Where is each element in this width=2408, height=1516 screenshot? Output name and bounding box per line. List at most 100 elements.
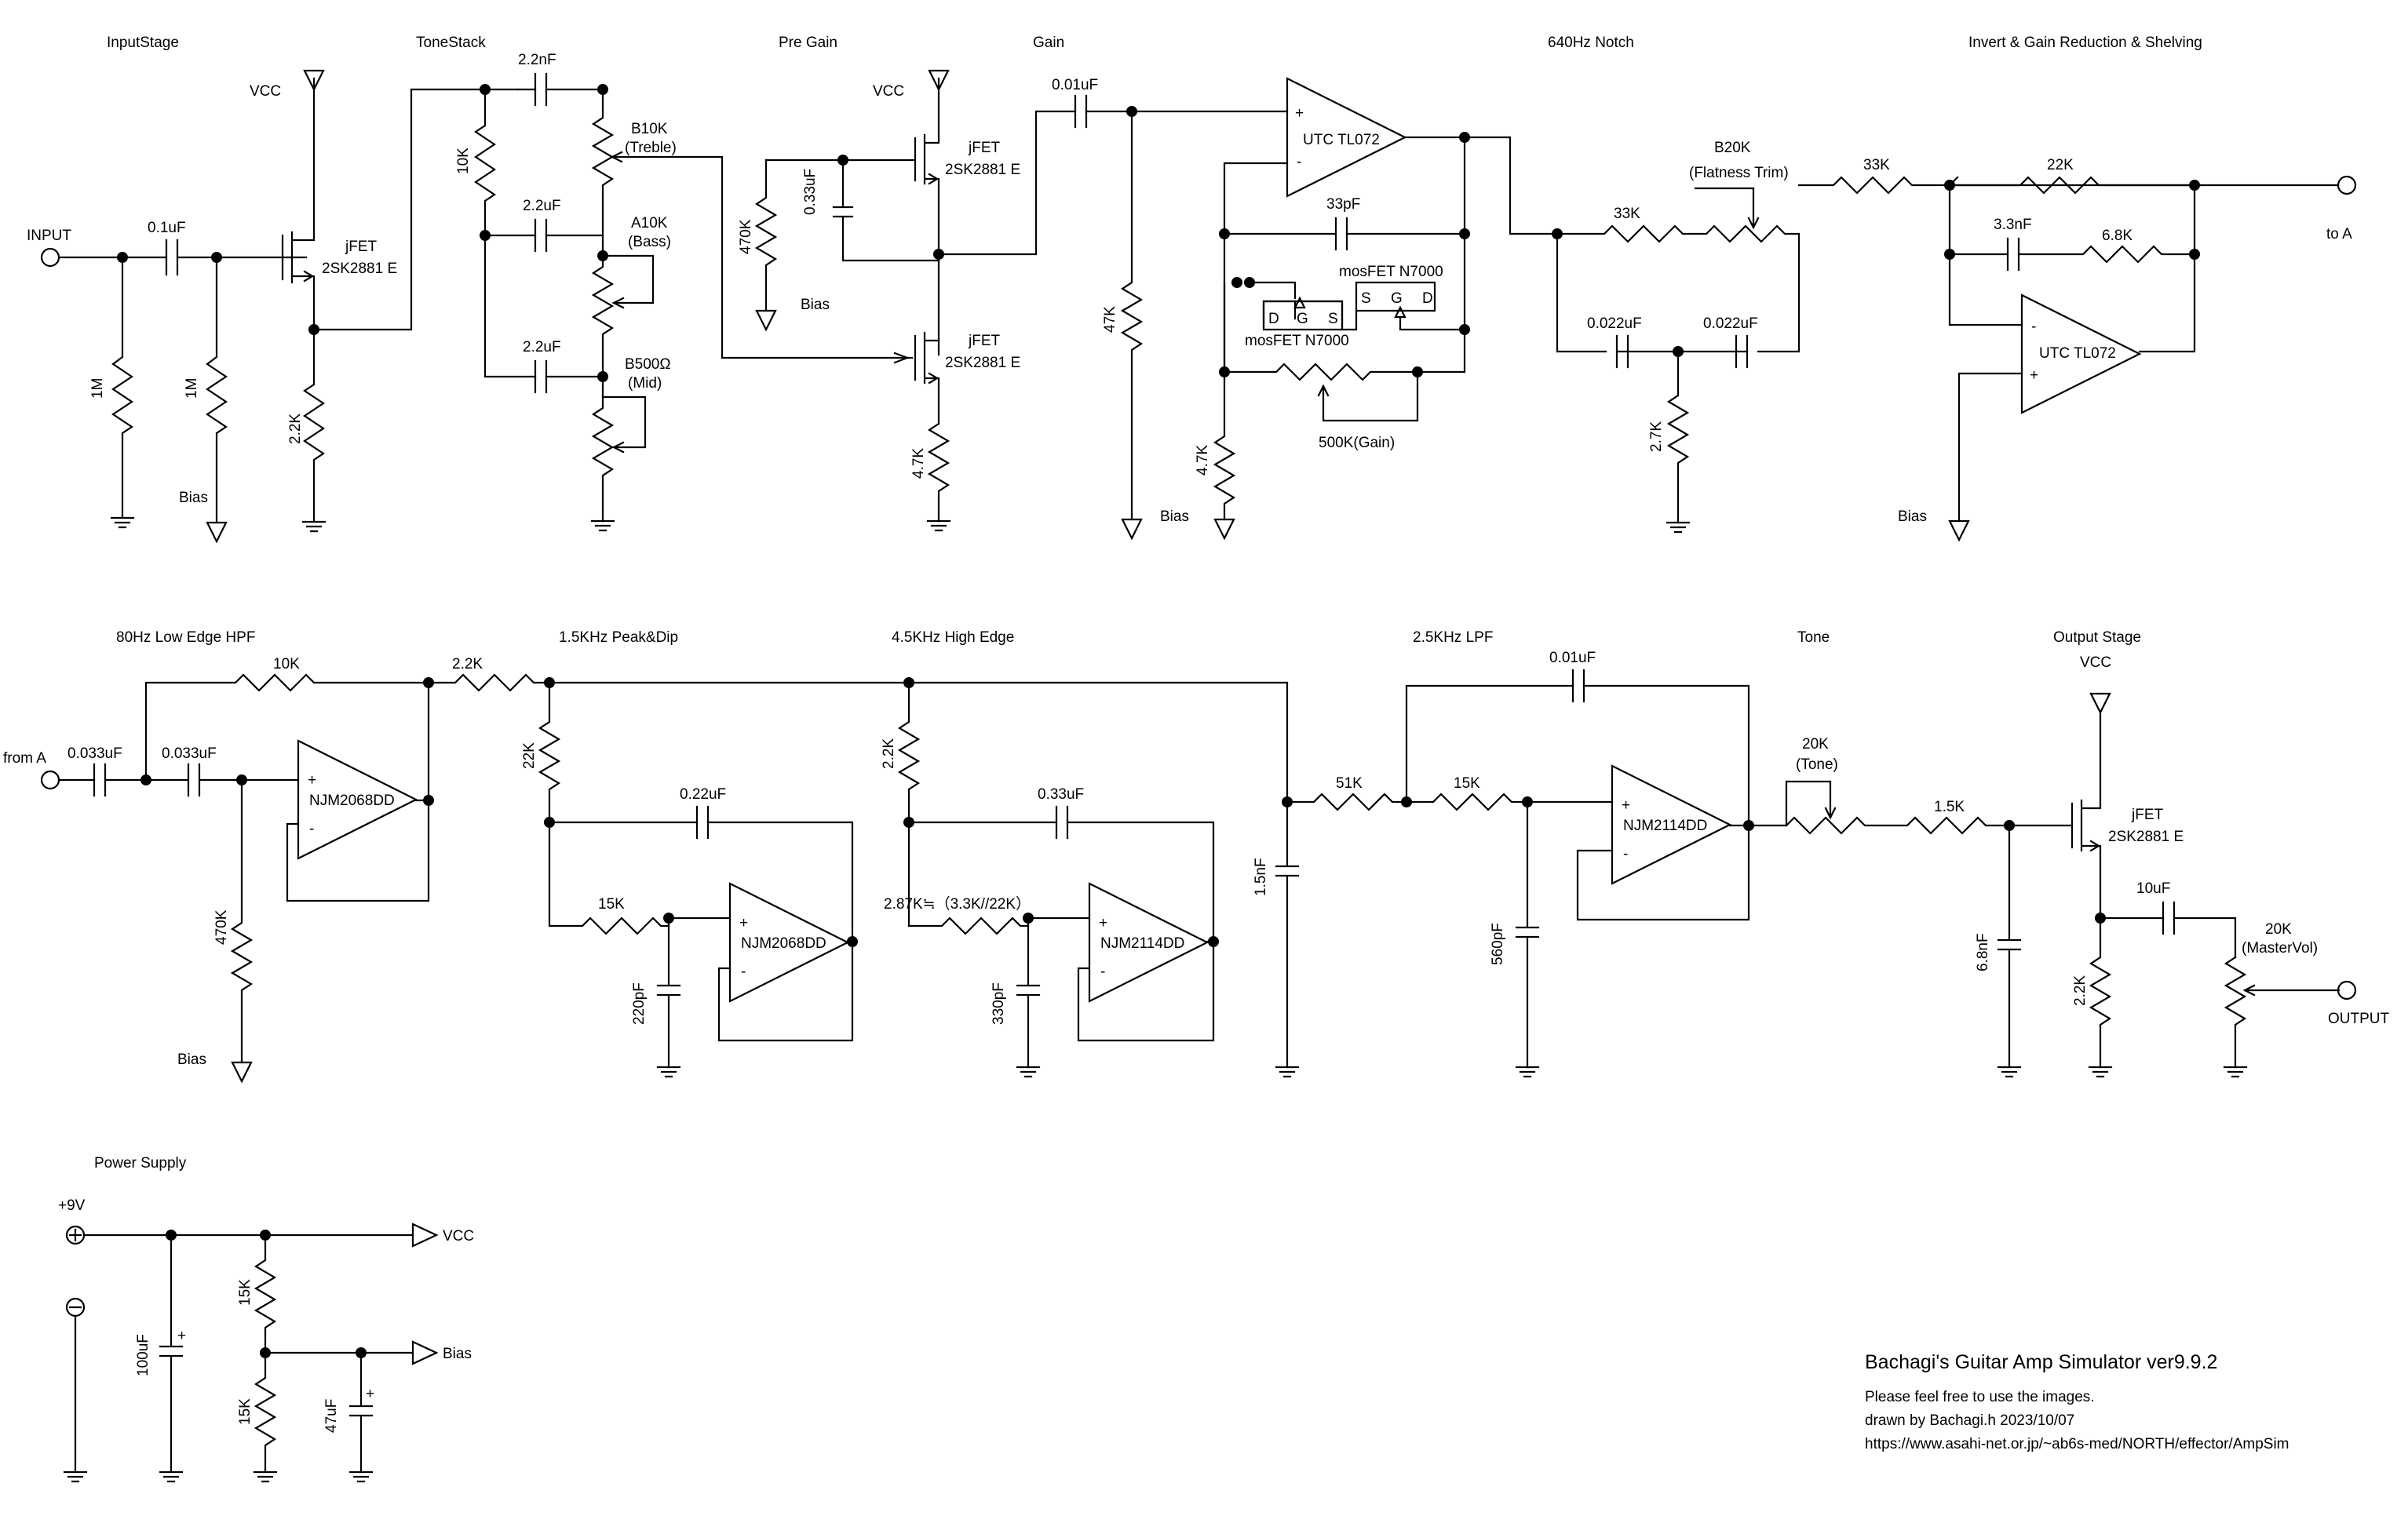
title-lpf: 2.5KHz LPF [1413,629,1493,646]
pot-flatness-value: B20K [1714,140,1751,156]
resistor-470k-bias [754,159,778,312]
vcc-arrow-icon [928,69,950,92]
resistor-15k-psu-bottom [254,1351,277,1474]
mosfet-right [1355,281,1436,312]
cap-3-3nf-value: 3.3nF [1994,217,2032,233]
cap-2-2nf-value: 2.2nF [518,52,556,68]
cap-0033uf-a-value: 0.033uF [67,745,122,762]
ground-icon [2223,1066,2248,1078]
cap-0022uf-right-value: 0.022uF [1703,315,1758,332]
credit-author: drawn by Bachagi.h 2023/10/07 [1865,1412,2074,1429]
pot-mid[interactable] [591,375,615,523]
pot-treble-name: (Treble) [625,140,677,156]
resistor-1m-a [111,256,133,519]
bias-label-power: Bias [443,1346,472,1362]
pot-bass-value: A10K [631,215,668,231]
mosfet-right-label: mosFET N7000 [1339,264,1443,280]
pot-treble[interactable] [591,88,615,257]
resistor-470k-hpf [230,778,254,1064]
r-4-7k-gain-value: 4.7K [1195,445,1211,476]
pot-flatness-name: (Flatness Trim) [1689,165,1789,181]
high-edge-stage: 2.2K 0.33uF 2.87K≒（3.3K//22K） 330pF + - … [881,677,1219,1078]
jfet-pregain-lower-model: 2SK2881 E [945,355,1020,371]
cap-10uf [2162,901,2176,935]
resistor-2-2k-source [303,328,325,523]
ground-icon [301,520,327,533]
pot-master-volume[interactable] [2224,956,2247,1069]
pot-tone-value: 20K [1802,736,1829,753]
opamp-tl072-invert [2020,293,2142,414]
cap-100uf-plus: + [177,1328,186,1344]
input-jack-icon[interactable] [40,247,60,268]
pot-flatness[interactable] [1747,187,1760,230]
title-power-supply: Power Supply [94,1155,187,1172]
section-titles: InputStage ToneStack Pre Gain Gain 640Hz… [94,35,2202,1172]
output-jack-icon[interactable] [2337,980,2357,1000]
gain-clipper-stage: + - UTC TL072 33pF D G S mosFET N7000 S … [1195,77,1559,541]
r-2-2k-output-value: 2.2K [2072,975,2089,1006]
pot-mid-value: B500Ω [625,356,671,373]
from-a-jack-icon[interactable] [40,770,60,790]
vcc-arrow-icon [411,1223,439,1248]
plus9v-label: +9V [58,1197,86,1214]
output-label: OUTPUT [2328,1011,2390,1027]
r-10k-hpf-value: 10K [273,656,300,672]
r-33k-notch-value: 33K [1614,206,1640,222]
cap-220pf-value: 220pF [631,982,648,1025]
r-2-87k-value: 2.87K≒（3.3K//22K） [884,895,1031,913]
pot-bass[interactable] [591,254,615,378]
resistor-10k-tone [474,88,496,237]
bias-arrow-icon [1948,519,1970,542]
ground-icon [1016,1066,1041,1078]
mosfet-right-pin-d: D [1422,290,1433,307]
jfet-output-label: jFET [2131,807,2164,823]
to-a-jack-icon[interactable] [2337,175,2357,195]
r-15k-psu-bottom-value: 15K [237,1398,254,1425]
r-33k-invert-value: 33K [1863,157,1890,173]
cap-0022uf-left [1615,334,1629,369]
pot-bass-name: (Bass) [628,234,671,250]
to-a-label: to A [2326,226,2352,242]
bias-label-invert: Bias [1898,508,1927,525]
cap-022uf-value: 0.22uF [680,786,726,803]
ground-icon [2088,1066,2113,1078]
notch-network [1556,224,1801,353]
vcc-label-pregain: VCC [873,83,904,100]
title-high-edge: 4.5KHz High Edge [892,629,1014,646]
opamp-peak-minus: - [741,964,746,980]
cap-0022uf-right [1735,334,1749,369]
cap-2-2nf [534,72,548,107]
cap-0022uf-left-value: 0.022uF [1587,315,1642,332]
jfet-input-label: jFET [345,239,378,255]
ground-icon [590,519,615,532]
invert-stage: 33K 22K 3.3nF 6.8K - + UTC TL072 Bias to… [1797,157,2357,542]
opamp-hpf-plus: + [308,772,316,789]
vcc-arrow-icon [303,69,325,92]
resistor-15k-lpf [1405,793,1614,811]
resistor-22k-invert [1948,176,2196,195]
pot-tone[interactable] [1747,816,2074,835]
ground-icon [159,1470,184,1483]
r-6-8k-value: 6.8K [2102,228,2133,244]
cap-001uf-gain [1074,94,1088,129]
opamp-2068-hpf [297,739,418,860]
opamp-2068-peak [728,882,850,1003]
jfet-pregain-upper-model: 2SK2881 E [945,162,1020,178]
peak-dip-stage: 22K 0.22uF 15K 220pF + - NJM2068DD [521,677,858,1078]
opamp-gain-label: UTC TL072 [1303,132,1380,148]
pot-tone-name: (Tone) [1796,756,1838,773]
pot-gain[interactable] [1223,363,1466,381]
credit-url[interactable]: https://www.asahi-net.or.jp/~ab6s-med/NO… [1865,1436,2289,1452]
mosfet-left-pin-d: D [1268,311,1279,327]
resistor-1m-b [206,256,228,524]
title-peak-dip: 1.5KHz Peak&Dip [559,629,678,646]
mosfet-left-label: mosFET N7000 [1245,333,1349,349]
bias-arrow-icon [755,309,777,332]
credits: Bachagi's Guitar Amp Simulator ver9.9.2 … [1865,1351,2289,1452]
r-2-2k-high-value: 2.2K [881,738,897,769]
resistor-4-7k-gain [1213,370,1236,521]
r-15k-lpf-value: 15K [1454,775,1480,792]
r-47k-value: 47K [1102,306,1118,333]
cap-2-2uf-mid [534,359,548,394]
resistor-22k-peak [538,681,561,824]
